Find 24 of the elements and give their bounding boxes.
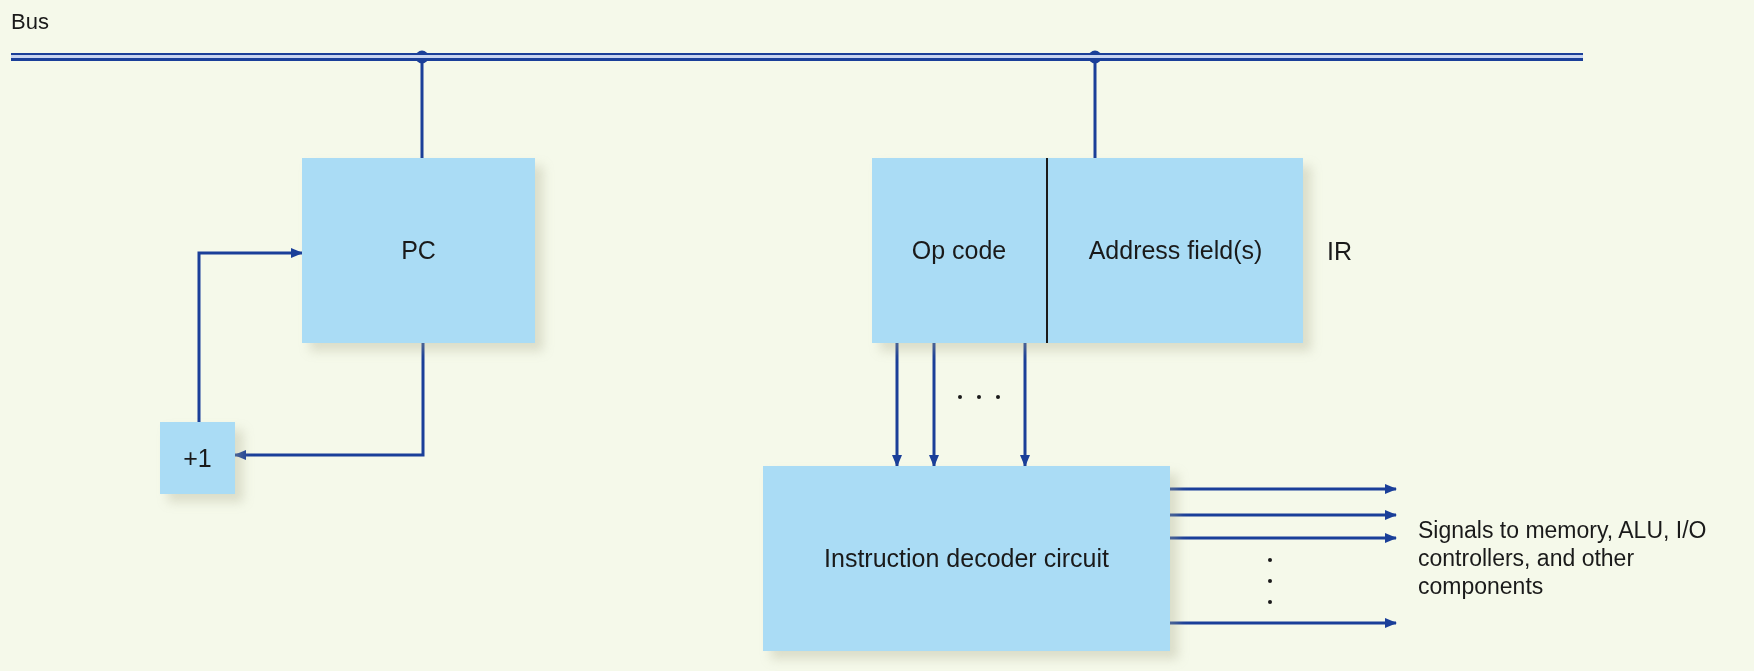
box-label: Instruction decoder circuit [824,544,1109,573]
connector-line [415,50,429,158]
output-label: Signals to memory, ALU, I/O controllers, and other components [1418,516,1708,600]
arrow [1170,618,1397,628]
arrow [234,343,425,460]
register-name: IR [1327,236,1352,265]
arrow [1170,510,1397,520]
arrow [1170,533,1397,543]
arrow [929,343,939,467]
decoder-box [763,466,1170,651]
incrementer-box [160,422,235,494]
box-label: PC [401,236,436,265]
field-label: Address field(s) [1088,236,1263,265]
arrow [1170,484,1397,494]
field-label: Op code [911,236,1007,265]
register-box [302,158,535,343]
connector-line [1088,50,1102,158]
register-field [1046,158,1303,343]
register-field [872,158,1046,343]
arrow [1020,343,1030,467]
box-label: +1 [183,443,212,473]
arrow [892,343,902,467]
arrow [197,248,303,422]
bus-label: Bus [11,10,49,34]
